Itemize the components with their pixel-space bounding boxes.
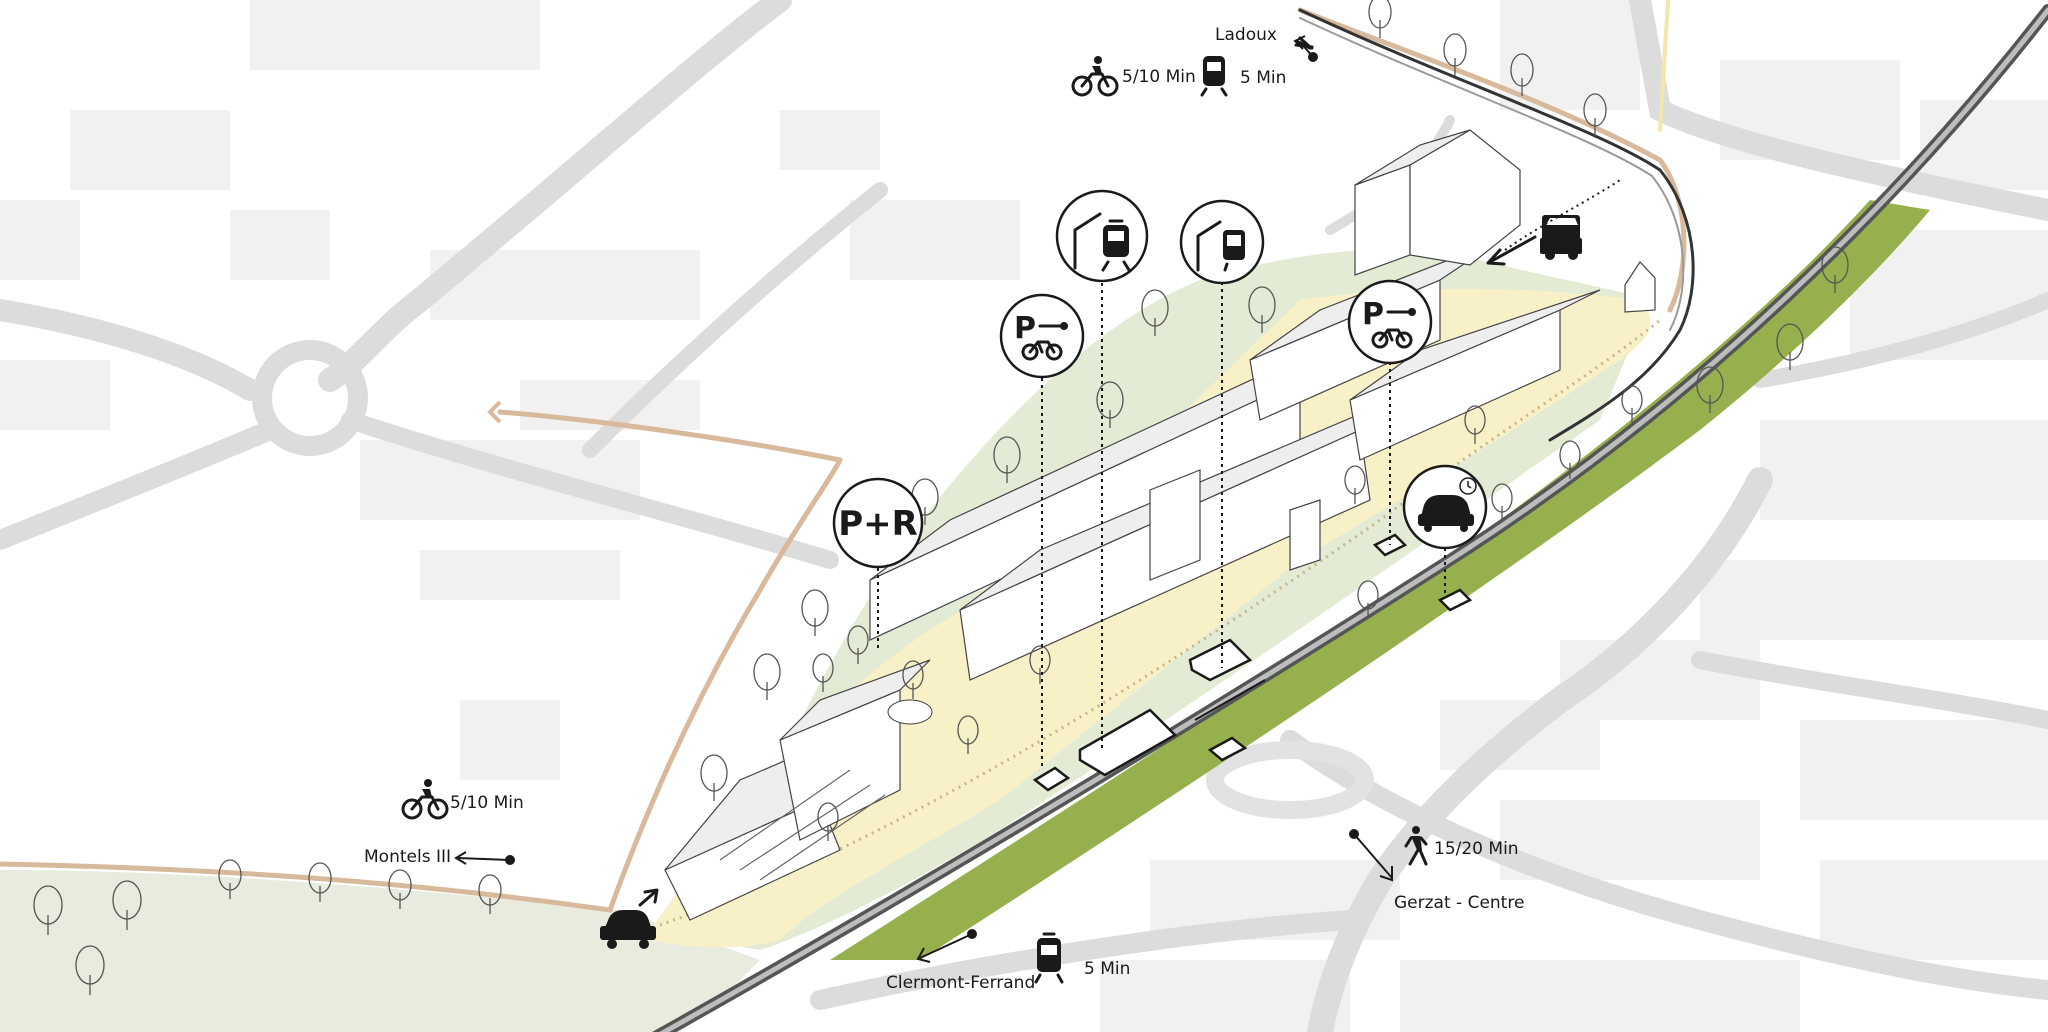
car-icon — [600, 888, 659, 949]
bike-icon — [1371, 328, 1413, 349]
bike-parking-label-east: P — [1362, 297, 1384, 332]
clermont-label: Clermont-Ferrand — [886, 973, 1035, 993]
walk-icon — [1404, 826, 1428, 866]
car-share-badge — [1402, 464, 1488, 550]
depot-building — [664, 659, 933, 921]
clermont-tram-time: 5 Min — [1084, 959, 1130, 979]
bike-parking-badge: P — [999, 293, 1085, 379]
bike-icon — [1071, 56, 1119, 97]
bus-shelter-icon — [1196, 220, 1245, 272]
tram-shelter-badge — [1055, 189, 1149, 283]
bus-shelter-badge — [1179, 199, 1265, 285]
tram-icon — [1200, 56, 1228, 97]
leader-lines — [877, 262, 1446, 768]
tram-shelter-icon — [1073, 212, 1131, 272]
green-band — [830, 200, 1930, 960]
key-icon — [1386, 308, 1416, 316]
gerzat-arrow — [1349, 829, 1393, 882]
montels-arrow — [454, 851, 515, 865]
car-clock-icon — [1418, 477, 1477, 532]
trees — [33, 0, 1849, 995]
bike-icon — [401, 779, 449, 820]
tram-icon — [1034, 932, 1064, 984]
key-icon — [1038, 322, 1068, 330]
tall-building — [1354, 129, 1521, 276]
gerzat-label: Gerzat - Centre — [1394, 893, 1524, 913]
gerzat-walk-time: 15/20 Min — [1434, 839, 1519, 859]
main-halls — [869, 239, 1601, 681]
montels-bike-time: 5/10 Min — [450, 793, 524, 813]
truck-icon — [1540, 215, 1582, 260]
field-southwest — [0, 870, 760, 1032]
ladoux-bike-time: 5/10 Min — [1122, 67, 1196, 87]
ladoux-tram-time: 5 Min — [1240, 68, 1286, 88]
railway — [651, 4, 2048, 1032]
platform-line — [1194, 679, 1266, 721]
ladoux-label: Ladoux — [1215, 25, 1277, 45]
bike-icon — [1021, 340, 1063, 361]
bike-parking-label: P — [1014, 311, 1036, 346]
clermont-arrow — [916, 929, 977, 963]
park-ride-badge: P+R — [832, 477, 924, 569]
path-arrow — [487, 400, 502, 424]
bike-parking-badge-east: P — [1347, 279, 1433, 365]
truck-arrow — [1486, 179, 1621, 266]
montels-label: Montels III — [364, 847, 451, 867]
paths — [0, 0, 1687, 913]
roundabout-south — [1206, 741, 1374, 819]
park-ride-label: P+R — [838, 504, 918, 544]
small-house-east — [1624, 261, 1656, 313]
ladoux-connector — [1299, 41, 1314, 58]
